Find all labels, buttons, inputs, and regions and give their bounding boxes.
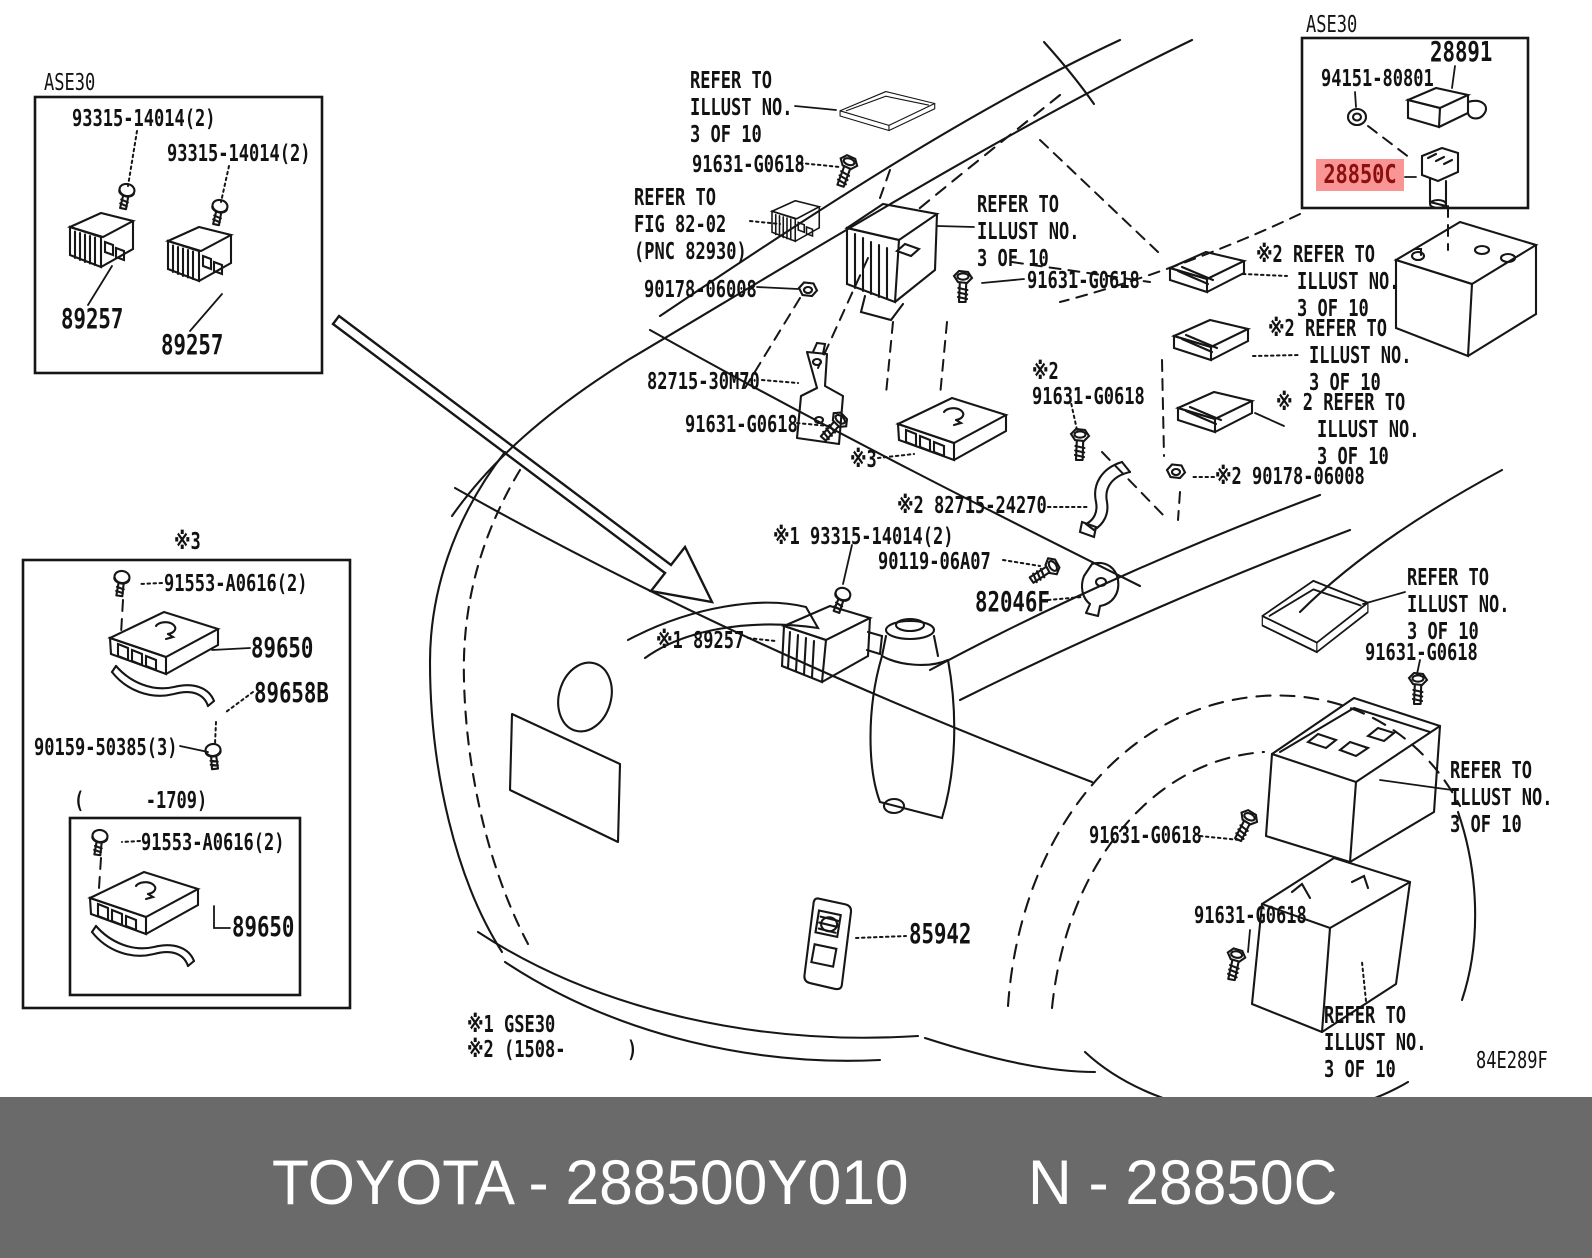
part-label-91553-b: 91553-A0616(2) (141, 830, 285, 856)
pointer-arrow (331, 314, 715, 604)
refer-fig-note: REFER TO FIG 82-02 (PNC 82930) (634, 185, 747, 265)
footer-reference: N - 28850C (1028, 1148, 1338, 1218)
bracket-30m70-sketch (795, 341, 845, 446)
fusebox-lid-sketch (839, 91, 936, 132)
bolt-90119 (1025, 554, 1064, 590)
refer-note-4: REFER TO ILLUST NO. 3 OF 10 (1450, 758, 1553, 838)
part-label-89658b: 89658B (254, 676, 329, 709)
nut-x2-90178 (1165, 463, 1187, 480)
refer-note-x2-1: ※2 REFER TO ILLUST NO. 3 OF 10 (1256, 242, 1400, 322)
inset-right-title: ASE30 (1306, 12, 1358, 38)
relay-89257-a-sketch (68, 211, 135, 269)
battery-sketch (1393, 220, 1539, 358)
grommet-94151-sketch (1346, 107, 1368, 127)
inset-left-title: ASE30 (44, 70, 96, 96)
footer-bar: TOYOTA - 288500Y010 N - 28850C (0, 1097, 1592, 1258)
bracket-box-title: ※3 (174, 529, 201, 555)
ecu-89650-a-sketch (108, 610, 220, 676)
bracket-82046f-sketch (1080, 561, 1120, 618)
part-label-94151: 94151-80801 (1321, 66, 1434, 92)
refer-note-x2-2: ※2 REFER TO ILLUST NO. 3 OF 10 (1268, 316, 1412, 396)
footnote-x1: ※1 GSE30 (467, 1012, 556, 1038)
ecu-x3-sketch (896, 396, 1008, 462)
cover-x2-1-sketch (1168, 250, 1246, 294)
relay-28891-sketch (1404, 86, 1488, 129)
part-label-93315-b: 93315-14014(2) (167, 141, 311, 167)
ecu-89650-b-sketch (88, 870, 200, 936)
cover-x2-3-sketch (1176, 390, 1254, 434)
part-label-x2-90178: ※2 90178-06008 (1215, 464, 1365, 490)
bolt-91631-mid-left (815, 408, 852, 446)
cover-x2-2-sketch (1172, 318, 1250, 362)
refer-note-1: REFER TO ILLUST NO. 3 OF 10 (690, 68, 793, 148)
screw-91553-a (110, 568, 132, 598)
part-label-89650-b: 89650 (232, 910, 295, 943)
part-label-x1-89257: ※1 89257 (656, 628, 745, 654)
part-label-91631-top: 91631-G0618 (692, 152, 805, 178)
part-label-90119: 90119-06A07 (878, 549, 991, 575)
engine-fusebox-sketch (1264, 696, 1442, 864)
part-label-x1-93315: ※1 93315-14014(2) (773, 524, 954, 550)
washer-reservoir-sketch (869, 617, 956, 820)
diagram-code: 84E289F (1476, 1048, 1548, 1074)
construction-lines-dashed (98, 125, 1449, 889)
bolt-91631-top (831, 152, 861, 190)
screw-91553-b (88, 827, 110, 857)
part-label-28891: 28891 (1430, 35, 1493, 68)
part-label-82715-30m70: 82715-30M70 (647, 369, 760, 395)
bracket-24270-sketch (1078, 460, 1132, 539)
connector-89257-sketch (780, 604, 884, 684)
part-label-91631-mid-left: 91631-G0618 (685, 412, 798, 438)
marker-x3: ※3 (850, 447, 877, 473)
part-label-90178-top: 90178-06008 (644, 277, 757, 303)
engine-fusebox-lid-sketch (1261, 579, 1369, 654)
part-label-28850c: 28850C (1323, 160, 1397, 190)
bolt-91631-br1 (1407, 671, 1429, 706)
relay-89257-b-sketch (166, 225, 233, 283)
part-label-91631-br2: 91631-G0618 (1089, 823, 1202, 849)
inset-box-bracket (21, 558, 352, 1010)
part-label-x2-91631: ※2 91631-G0618 (1032, 359, 1145, 410)
part-label-90159: 90159-50385(3) (34, 735, 178, 761)
screw-x1-93315 (828, 584, 854, 616)
part-label-85942: 85942 (909, 917, 972, 950)
bolt-91631-br3 (1222, 946, 1248, 983)
switch-85942-sketch (803, 897, 853, 991)
screw-90159 (203, 742, 224, 771)
sensor-28850c-sketch (1420, 146, 1460, 210)
nut-90178-top (797, 281, 819, 298)
part-label-89257-a: 89257 (61, 302, 124, 335)
part-label-89650-a: 89650 (251, 631, 314, 664)
inset-box-top-right (1300, 36, 1530, 210)
bolt-x2-91631 (1069, 427, 1091, 462)
leader-lines-solid (87, 65, 1456, 953)
part-label-x2-82715: ※2 82715-24270 (897, 493, 1047, 519)
refer-note-5: REFER TO ILLUST NO. 3 OF 10 (1324, 1003, 1427, 1083)
refer-note-x2-3: ※ 2 REFER TO ILLUST NO. 3 OF 10 (1276, 390, 1420, 470)
part-label-82046f: 82046F (975, 585, 1050, 618)
bolt-91631-br2 (1229, 806, 1262, 845)
part-label-89257-b: 89257 (161, 328, 224, 361)
footer-part-number: TOYOTA - 288500Y010 (272, 1148, 909, 1218)
inset-box-top-left (33, 95, 324, 375)
screw-93315-a (114, 181, 137, 212)
footnote-x2: ※2 (1508- ) (467, 1037, 638, 1063)
car-outline (428, 38, 1504, 1118)
part-label-93315-a: 93315-14014(2) (72, 106, 216, 132)
part-label-91631-mid-right: 91631-G0618 (1027, 268, 1140, 294)
highlighted-part-28850c: 28850C (1316, 159, 1404, 191)
bolt-91631-mid-right (952, 269, 974, 304)
part-label-91631-br3: 91631-G0618 (1194, 903, 1307, 929)
part-label-91631-br1: 91631-G0618 (1365, 640, 1478, 666)
relay-82930-sketch (771, 199, 821, 243)
refer-note-3: REFER TO ILLUST NO. 3 OF 10 (1407, 565, 1510, 645)
screw-93315-b (207, 197, 230, 228)
leader-lines-dotted (121, 130, 1367, 1002)
part-label-91553-a: 91553-A0616(2) (164, 571, 308, 597)
refer-note-2: REFER TO ILLUST NO. 3 OF 10 (977, 192, 1080, 272)
bracket-box-range: ( -1709) (74, 788, 208, 814)
